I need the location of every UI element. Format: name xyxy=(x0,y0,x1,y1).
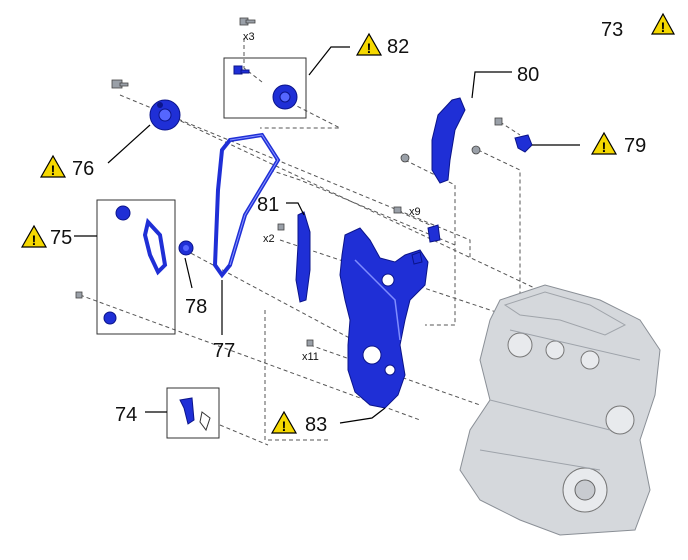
svg-text:!: ! xyxy=(282,418,287,434)
idler-sprocket xyxy=(178,240,194,256)
svg-text:!: ! xyxy=(602,139,607,155)
label-81: 81 xyxy=(257,194,279,216)
sprocket-bolt xyxy=(111,79,129,89)
box-75-frame xyxy=(96,199,176,335)
caution-triangle-icon: ! xyxy=(270,410,298,434)
bolts-x2 xyxy=(277,223,285,231)
bolts-x9 xyxy=(393,153,410,214)
label-82: 82 xyxy=(387,36,409,58)
chain-guide xyxy=(431,97,466,184)
cover-bracket xyxy=(411,224,441,265)
label-73: 73 xyxy=(601,19,623,41)
label-78: 78 xyxy=(185,296,207,318)
caution-triangle-icon: ! xyxy=(39,154,67,178)
svg-text:!: ! xyxy=(661,19,666,35)
svg-text:!: ! xyxy=(51,162,56,178)
label-77: 77 xyxy=(213,340,235,362)
caution-triangle-icon: ! xyxy=(20,224,48,248)
caution-triangle-icon: ! xyxy=(650,12,676,35)
bolt-x3 xyxy=(239,17,256,26)
label-75: 75 xyxy=(50,227,72,249)
engine-block xyxy=(459,284,661,536)
caution-triangle-icon: ! xyxy=(355,32,383,56)
bolts-x11 xyxy=(306,339,314,347)
timing-chain-cover xyxy=(339,227,429,409)
tensioner-slipper xyxy=(295,211,311,303)
label-74: 74 xyxy=(115,404,137,426)
qty-x3: x3 xyxy=(243,31,255,43)
timing-chain xyxy=(212,132,281,279)
svg-text:!: ! xyxy=(367,40,372,56)
chain-tensioner xyxy=(471,117,533,155)
svg-text:!: ! xyxy=(32,232,37,248)
label-79: 79 xyxy=(624,135,646,157)
qty-x2: x2 xyxy=(263,233,275,245)
camshaft-sprocket xyxy=(149,99,181,131)
label-83: 83 xyxy=(305,414,327,436)
qty-x11: x11 xyxy=(302,351,319,363)
qty-x9: x9 xyxy=(409,206,421,218)
bolt-75 xyxy=(75,291,83,299)
box-82-frame xyxy=(223,57,307,119)
leader-lines xyxy=(74,46,580,424)
box-74-frame xyxy=(166,387,220,439)
caution-triangle-icon: ! xyxy=(590,131,618,155)
label-80: 80 xyxy=(517,64,539,86)
label-76: 76 xyxy=(72,158,94,180)
